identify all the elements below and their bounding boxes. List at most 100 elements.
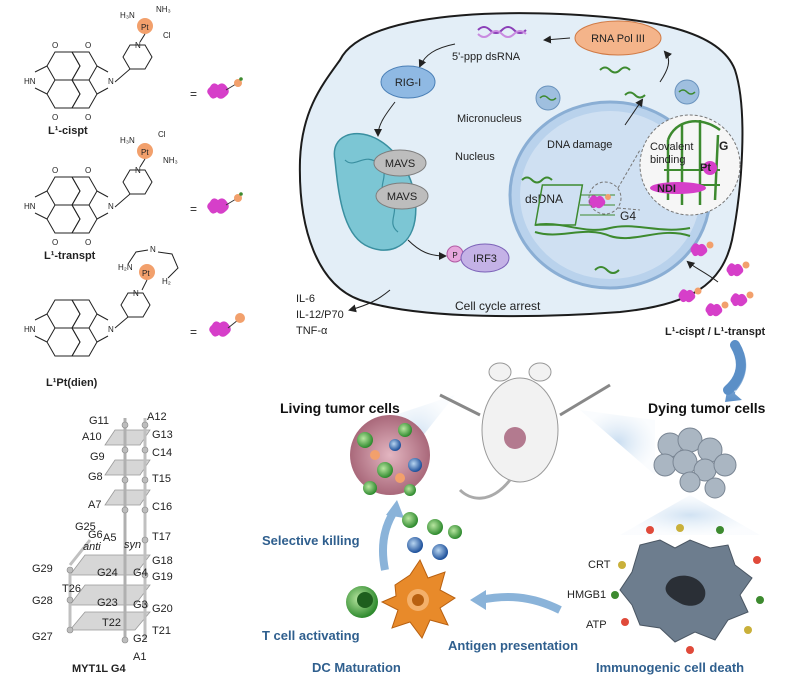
- g4-residue-label: C16: [152, 501, 172, 513]
- cl-label: Cl: [158, 130, 166, 139]
- dying-tumor-label: Dying tumor cells: [648, 400, 766, 416]
- tumor-in-mouse: [504, 427, 526, 449]
- g4-residue-label: G29: [32, 563, 53, 575]
- pyridine-n: N: [133, 289, 139, 298]
- o-label: O: [52, 41, 58, 50]
- syn-label: syn: [124, 539, 141, 551]
- ligand-cartoon: [207, 192, 243, 214]
- ligand-name: L¹Pt(dien): [46, 377, 98, 389]
- o-label: O: [52, 238, 58, 247]
- g4-residue-label: G9: [90, 451, 105, 463]
- h3n-label: H₃N: [120, 11, 135, 20]
- mavs-label-1: MAVS: [385, 158, 415, 170]
- drugs-label: L¹-cispt / L¹-transpt: [665, 326, 766, 338]
- dc-maturation-label: DC Maturation: [312, 660, 401, 675]
- o-label: O: [85, 238, 91, 247]
- rig-i: [380, 65, 436, 99]
- g4-residue-label: A1: [133, 651, 146, 663]
- activated-t-cells: [402, 512, 462, 560]
- imide-n: N: [108, 202, 114, 211]
- g4-residue-label: G11: [89, 415, 109, 427]
- g4-residue-label: G24: [97, 567, 118, 579]
- ndi-core: [34, 299, 109, 357]
- h2n-label: H₂N: [118, 263, 133, 272]
- imide-n: N: [108, 325, 114, 334]
- arrow-killing: [379, 507, 399, 571]
- g4-residue-label: G23: [97, 597, 118, 609]
- dna-damage-label: DNA damage: [547, 139, 612, 151]
- o-label: O: [85, 41, 91, 50]
- equals-sign: =: [190, 87, 197, 101]
- rna-pol-iii: [574, 20, 662, 56]
- crt-label: CRT: [588, 559, 611, 571]
- binding-label: binding: [650, 154, 685, 166]
- g4-residue-label: G25: [75, 521, 96, 533]
- g4-residue-label: G28: [32, 595, 53, 607]
- ndi-core: [34, 51, 109, 109]
- g4-residue-label: G8: [88, 471, 103, 483]
- flow-arrow-body: [723, 340, 746, 395]
- pt-atom: [137, 18, 153, 34]
- g4-residue-label: G19: [152, 571, 173, 583]
- beam-right: [580, 410, 655, 475]
- beam-down: [620, 495, 760, 535]
- pyridine-n: N: [135, 41, 141, 50]
- nh3-label: NH₃: [156, 5, 171, 14]
- ligand-dien-structure: Pt H₂N H₂ N N HN N L¹Pt(dien) =: [24, 245, 245, 389]
- icd-marker: [646, 526, 654, 534]
- g4-residue-label: G2: [133, 633, 148, 645]
- syringe-left: [439, 393, 481, 417]
- t-cell: [346, 586, 378, 618]
- antigen-presentation-label: Antigen presentation: [448, 638, 578, 653]
- g4-residue-label: G13: [152, 429, 173, 441]
- ndi-label: NDI: [657, 183, 676, 195]
- g4-residue-label: A7: [88, 499, 101, 511]
- covalent-label: Covalent: [650, 141, 693, 153]
- o-label: O: [52, 166, 58, 175]
- g4-dna-in-nucleus: [534, 184, 691, 240]
- g4-residue-label: T26: [62, 583, 81, 595]
- t-cell-activating-label: T cell activating: [262, 628, 360, 643]
- tetrad-plane: [104, 429, 151, 446]
- imide-n: N: [108, 77, 114, 86]
- g4-residue-label: T15: [152, 473, 171, 485]
- pt-label: Pt: [142, 269, 150, 278]
- ligand-cartoon: [207, 77, 243, 99]
- living-tumor-cluster: [350, 415, 430, 496]
- o-label: O: [52, 113, 58, 122]
- nh3-label: NH₃: [163, 156, 178, 165]
- h3n-label: H₃N: [120, 136, 135, 145]
- cytokine-tnf: TNF-α: [296, 325, 328, 337]
- mavs-protein-1: [373, 149, 427, 177]
- mavs-label-2: MAVS: [387, 191, 417, 203]
- living-tumor-label: Living tumor cells: [280, 400, 400, 416]
- g4-residue-label: G3: [133, 599, 148, 611]
- ligand-cispt-structure: Pt H₃N NH₃ Cl N O O O O HN N L¹-cispt =: [24, 5, 243, 137]
- cytokine-il6: IL-6: [296, 293, 315, 305]
- ligand-name: L¹-transpt: [44, 250, 96, 262]
- arrow-antigen: [479, 593, 562, 614]
- g4-residue-label: T22: [102, 617, 121, 629]
- o-label: O: [85, 166, 91, 175]
- g4-residue-label: A10: [82, 431, 102, 443]
- dsdna-label: dsDNA: [525, 192, 563, 206]
- g4-residue-label: T21: [152, 625, 171, 637]
- selective-killing-label: Selective killing: [262, 533, 360, 548]
- dsrna-label: 5'-ppp dsRNA: [452, 51, 521, 63]
- rig-label: RIG-I: [395, 77, 421, 89]
- hn-label: HN: [24, 202, 36, 211]
- hn-label: HN: [24, 325, 36, 334]
- mouse: [439, 362, 611, 500]
- dendritic-cell: [380, 558, 456, 639]
- g-label: G: [719, 139, 728, 153]
- pyridine-n: N: [135, 166, 141, 175]
- o-label: O: [85, 113, 91, 122]
- g4-residue-label: G4: [133, 567, 148, 579]
- g4-label: G4: [620, 209, 636, 223]
- cl-label: Cl: [163, 31, 171, 40]
- pyridine-ring: [122, 44, 153, 70]
- g4-residue-label: G20: [152, 603, 173, 615]
- pt-zoom-label: Pt: [700, 162, 711, 174]
